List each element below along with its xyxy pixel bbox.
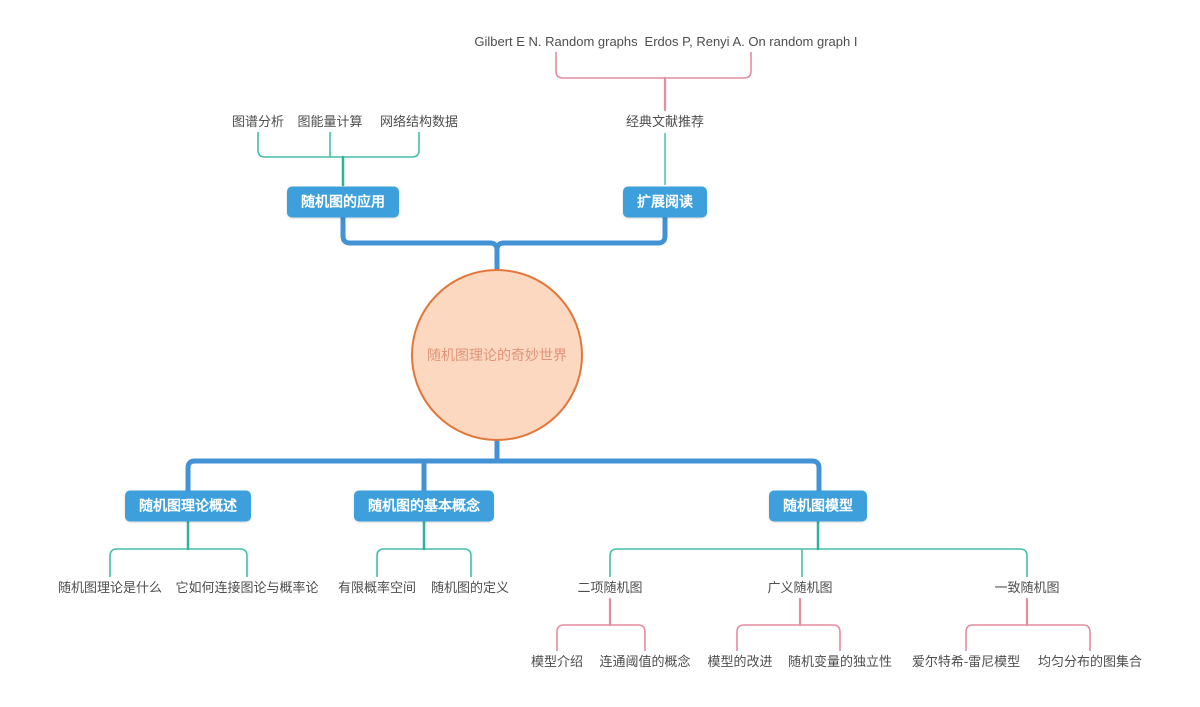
pink-drops xyxy=(608,76,1029,627)
trunk-top-lines xyxy=(340,215,668,274)
topic-erdos-renyi-model[interactable]: 爱尔特希-雷尼模型 xyxy=(911,654,1021,669)
topic-model-introduction[interactable]: 模型介绍 xyxy=(530,654,584,669)
root-topic[interactable]: 随机图理论的奇妙世界 xyxy=(411,269,583,441)
node-applications[interactable]: 随机图的应用 xyxy=(287,186,399,218)
topic-connect-graph-probability[interactable]: 它如何连接图论与概率论 xyxy=(175,580,319,595)
topic-classic-literature[interactable]: 经典文献推荐 xyxy=(625,114,705,129)
topic-uniform-graph-collection[interactable]: 均匀分布的图集合 xyxy=(1037,654,1143,669)
topic-variable-independence[interactable]: 随机变量的独立性 xyxy=(787,654,893,669)
pink-brackets xyxy=(555,52,1091,651)
topic-model-improvement[interactable]: 模型的改进 xyxy=(707,654,773,669)
topic-erdos-paper[interactable]: Erdos P, Renyi A. On random graph I xyxy=(644,34,858,49)
root-topic-label: 随机图理论的奇妙世界 xyxy=(427,347,567,363)
topic-connectivity-threshold[interactable]: 连通阈值的概念 xyxy=(599,654,691,669)
topic-spectrum-analysis[interactable]: 图谱分析 xyxy=(231,114,285,129)
topic-binomial-random-graph[interactable]: 二项随机图 xyxy=(577,580,643,595)
topic-gilbert-paper[interactable]: Gilbert E N. Random graphs xyxy=(474,34,638,49)
node-theory-overview[interactable]: 随机图理论概述 xyxy=(125,490,251,522)
topic-graph-energy[interactable]: 图能量计算 xyxy=(297,114,363,129)
topic-generalized-random-graph[interactable]: 广义随机图 xyxy=(767,580,833,595)
node-extended-reading[interactable]: 扩展阅读 xyxy=(623,186,707,218)
topic-finite-probability-space[interactable]: 有限概率空间 xyxy=(337,580,417,595)
topic-what-is-random-graph-theory[interactable]: 随机图理论是什么 xyxy=(57,580,163,595)
node-basic-concepts[interactable]: 随机图的基本概念 xyxy=(354,490,494,522)
node-random-graph-models[interactable]: 随机图模型 xyxy=(769,490,867,522)
topic-network-structure-data[interactable]: 网络结构数据 xyxy=(379,114,459,129)
topic-uniform-random-graph[interactable]: 一致随机图 xyxy=(994,580,1060,595)
trunk-bottom-lines xyxy=(185,436,822,494)
topic-random-graph-definition[interactable]: 随机图的定义 xyxy=(430,580,510,595)
